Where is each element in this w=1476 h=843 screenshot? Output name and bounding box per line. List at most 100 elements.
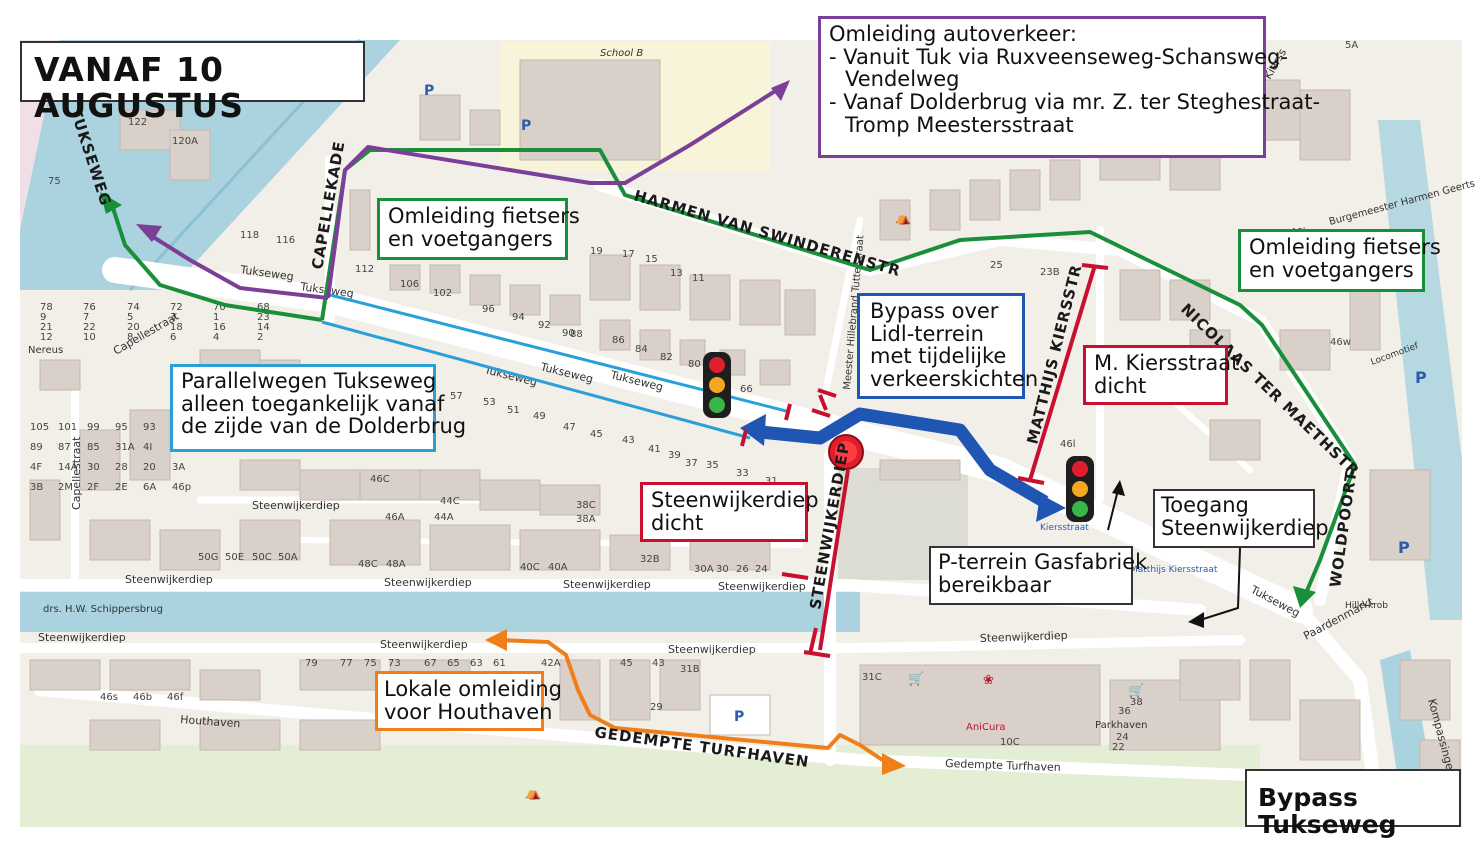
map-symbols: P P P P P [424, 83, 1427, 725]
bike-detour-line: en voetgangers [388, 226, 553, 251]
access-legend: Toegang Steenwijkerdiep [1153, 489, 1329, 548]
house-number: 85 [87, 442, 100, 453]
house-number: 2M [58, 482, 73, 493]
traffic-light-icon [1066, 456, 1094, 522]
parallel-line: de zijde van de Dolderbrug [181, 414, 467, 439]
house-number: 118 [240, 230, 259, 241]
house-number: 2E [115, 482, 128, 493]
house-number: 7 [83, 312, 89, 323]
houthaven-detour-legend: Lokale omleiding voor Houthaven [375, 671, 562, 731]
street-label: Steenwijkerdiep [668, 643, 756, 656]
bypass-line: verkeerskichten [870, 367, 1039, 392]
house-number: 48A [386, 559, 406, 570]
house-number: 116 [276, 235, 295, 246]
vet-icon: ❀ [983, 673, 994, 688]
bike-detour-arrow-south [1293, 586, 1316, 608]
house-number: 73 [388, 658, 401, 669]
house-number: 30 [87, 462, 100, 473]
house-number: 75 [48, 176, 61, 187]
kiersstraat-line: dicht [1094, 373, 1147, 398]
house-number: 30 [716, 564, 729, 575]
house-number: 112 [355, 264, 374, 275]
car-detour-line: - Vanaf Dolderbrug via mr. Z. ter Steghe… [829, 90, 1321, 115]
house-number: 12 [40, 332, 53, 343]
street-label: Steenwijkerdiep [38, 631, 126, 644]
poi-symbols: 🛒 🛒 ❀ ⛺ ⛺ [525, 211, 1144, 801]
house-number: 84 [635, 344, 648, 355]
car-detour-line: Vendelweg [845, 67, 960, 92]
park-area [20, 745, 1260, 827]
picnic-icon: ⛺ [525, 786, 541, 801]
house-number: 46l [1060, 439, 1076, 450]
street-label: Steenwijkerdiep [563, 578, 651, 591]
house-number: 4I [143, 442, 152, 453]
house-number: 23 [257, 312, 270, 323]
house-number: 51 [507, 405, 520, 416]
house-number: 31C [862, 672, 882, 683]
bypass-legend: Bypass over Lidl-terrein met tijdelijke … [857, 293, 1039, 399]
house-number: 2 [257, 332, 263, 343]
poi-label: Parkhaven [1095, 720, 1148, 731]
car-detour-arrow-northeast [771, 80, 790, 101]
house-number: 31B [680, 664, 700, 675]
house-number: 28 [115, 462, 128, 473]
house-number: 74 [127, 302, 140, 313]
parallel-road-legend: Parallelwegen Tukseweg alleen toegankeli… [170, 364, 467, 452]
parking-access-legend: P-terrein Gasfabriek bereikbaar [929, 546, 1148, 605]
bike-detour-legend: Omleiding fietsers en voetgangers [1238, 229, 1441, 292]
house-number: 41 [648, 444, 661, 455]
house-number: 33 [736, 468, 749, 479]
steenwijkerdiep-closed-legend: Steenwijkerdiep dicht [640, 482, 819, 542]
street-label: Steenwijkerdiep [980, 629, 1068, 645]
house-number: 3 [170, 312, 176, 323]
car-detour-arrow-west [136, 224, 162, 242]
house-number: 19 [590, 246, 603, 257]
house-number: 43 [622, 435, 635, 446]
house-number: 44A [434, 512, 454, 523]
house-number: 101 [58, 422, 77, 433]
parking-access-line: P-terrein Gasfabriek [938, 550, 1148, 574]
bike-detour-line: en voetgangers [1249, 257, 1414, 282]
closure-point-inner [835, 441, 857, 463]
house-number: 31A [115, 442, 135, 453]
house-number: 8 [127, 332, 133, 343]
house-number: 122 [128, 117, 147, 128]
house-number: 26 [736, 564, 749, 575]
house-number: 45 [620, 658, 633, 669]
local-detour-arrow-east [882, 753, 906, 775]
house-number: 29 [650, 702, 663, 713]
house-number: 36 [1118, 706, 1131, 717]
house-number: 95 [115, 422, 128, 433]
house-number: 9 [40, 312, 46, 323]
picnic-icon: ⛺ [895, 211, 911, 226]
house-number: 82 [660, 352, 673, 363]
bypass-line: Lidl-terrein [870, 321, 984, 346]
street-label: Steenwijkerdiep [125, 573, 213, 586]
house-number: 105 [30, 422, 49, 433]
house-number: 70 [213, 302, 226, 313]
house-number: 5A [1345, 40, 1358, 51]
house-number: 40C [520, 562, 540, 573]
street-label: Houthaven [180, 713, 241, 730]
house-number: 57 [450, 391, 463, 402]
bike-detour-line: Omleiding fietsers [1249, 235, 1441, 259]
house-number: 53 [483, 397, 496, 408]
house-number: 14 [257, 322, 270, 333]
car-detour-route [148, 86, 782, 300]
steenwijkerdiep-line: Steenwijkerdiep [651, 488, 819, 512]
house-number: 43 [652, 658, 665, 669]
house-number: 96 [482, 304, 495, 315]
parking-icon: P [1415, 368, 1427, 387]
house-number: 63 [470, 658, 483, 669]
bypass-line: Bypass over [870, 299, 999, 323]
parking-access-line: bereikbaar [938, 572, 1052, 597]
house-number: 24 [1116, 732, 1129, 743]
bike-detour-line: Omleiding fietsers [388, 204, 580, 228]
house-number: 48C [358, 559, 378, 570]
parking-icon: P [1398, 538, 1410, 557]
bypass-arrow-east [1036, 494, 1066, 522]
house-number: 102 [433, 288, 452, 299]
house-number: 46p [172, 482, 191, 493]
house-number: 5 [127, 312, 133, 323]
street-label: Steenwijkerdiep [252, 499, 340, 512]
